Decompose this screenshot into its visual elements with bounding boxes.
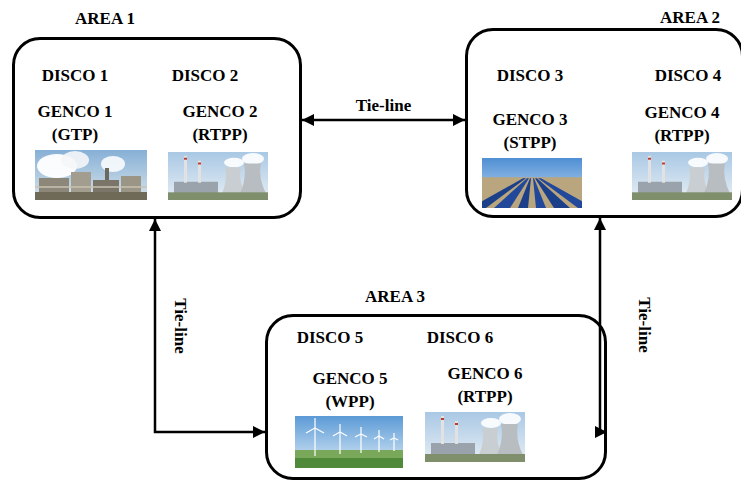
- disco-label: DISCO 3: [497, 65, 564, 88]
- genco-label: GENCO 4 (RTPP): [632, 102, 732, 148]
- wind-plant-picture: [295, 416, 403, 468]
- disco-label: DISCO 4: [655, 65, 722, 88]
- area-box: AREA 1DISCO 1DISCO 2GENCO 1 (GTP)GENCO 2…: [12, 37, 302, 219]
- geothermal-plant-picture: [35, 150, 147, 200]
- tie-line-label: Tie-line: [170, 296, 190, 355]
- disco-label: DISCO 5: [297, 327, 364, 350]
- solar-plant-picture: [470, 158, 594, 208]
- genco-label: GENCO 3 (STPP): [480, 109, 580, 155]
- thermal-plant-picture: [425, 412, 525, 462]
- area-title: AREA 3: [365, 286, 425, 309]
- disco-label: DISCO 1: [42, 65, 109, 88]
- genco-label: GENCO 2 (RTPP): [170, 101, 270, 147]
- thermal-plant-picture: [632, 152, 732, 200]
- area-box: AREA 3DISCO 5DISCO 6GENCO 5 (WPP)GENCO 6…: [265, 314, 607, 480]
- disco-label: DISCO 6: [427, 327, 494, 350]
- tie-line-label: Tie-line: [634, 295, 654, 354]
- disco-label: DISCO 2: [172, 65, 239, 88]
- genco-label: GENCO 6 (RTPP): [435, 363, 535, 409]
- area-title: AREA 2: [660, 7, 720, 30]
- area-box: AREA 2DISCO 3DISCO 4GENCO 3 (STPP)GENCO …: [465, 28, 741, 218]
- tie-line: [155, 219, 265, 432]
- genco-label: GENCO 5 (WPP): [300, 368, 400, 414]
- thermal-plant-picture: [168, 152, 268, 200]
- tie-line-label: Tie-line: [354, 96, 413, 116]
- area-title: AREA 1: [75, 8, 135, 31]
- tie-line: [302, 119, 465, 122]
- genco-label: GENCO 1 (GTP): [25, 101, 125, 147]
